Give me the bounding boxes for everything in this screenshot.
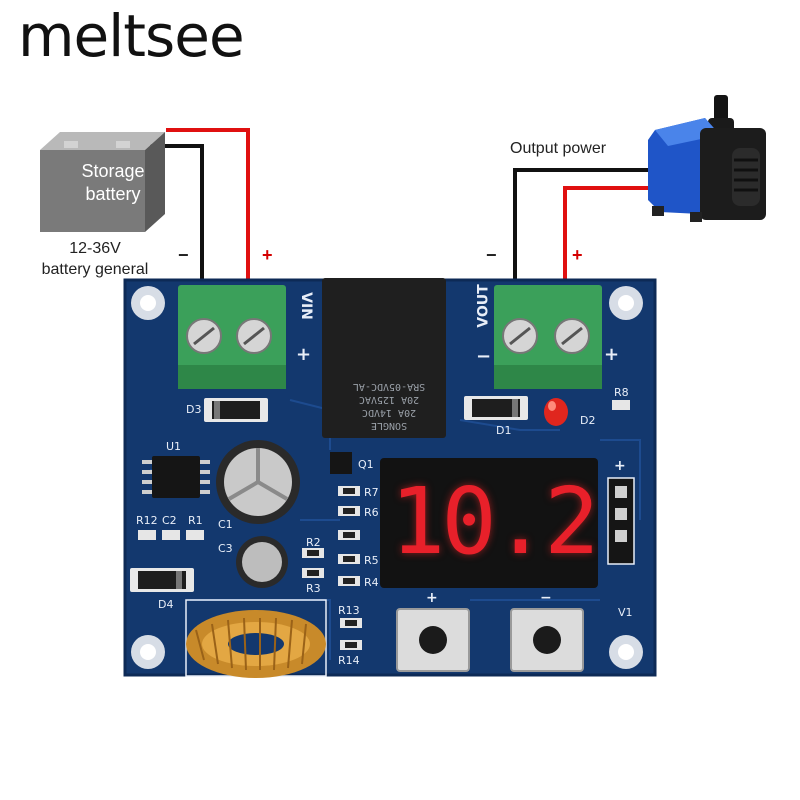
relay-marking: SONGLE 20A 14VDC 20A 125VAC SRA-05VDC-AL [334,282,444,432]
silk-vin-plus: + [296,344,312,365]
storage-battery-icon [40,132,165,232]
led-display: 10.2 [380,458,600,588]
voltage-reading: 10.2 [390,468,600,575]
pump-black-wire [513,168,690,300]
silk-r7: R7 [364,486,379,499]
silk-d3: D3 [186,403,202,416]
silk-vout-plus: + [604,344,620,365]
silk-r5: R5 [364,554,379,567]
battery-red-wire [166,128,250,300]
push-button-left[interactable] [396,608,470,672]
silk-d4: D4 [158,598,174,611]
silk-r1: R1 [188,514,203,527]
silk-v1: V1 [618,606,633,619]
silk-r8: R8 [614,386,629,399]
push-button-right-cap[interactable] [533,626,561,654]
output-terminal-block [494,285,602,389]
water-pump-icon [648,95,766,222]
silk-r2: R2 [306,536,321,549]
relay [322,278,446,438]
pump-red-wire [563,186,680,300]
battery-label: Storage battery [58,160,168,206]
silk-q1: Q1 [358,458,374,471]
silk-c2: C2 [162,514,177,527]
brand-logo: meltsee [18,2,245,70]
silk-header-plus: + [614,458,626,474]
silk-r3: R3 [306,582,321,595]
battery-black-wire [150,144,204,300]
battery-label-line2: battery [85,184,141,204]
battery-spec-line1: 12-36V [69,240,121,257]
push-button-right[interactable] [510,608,584,672]
relay-marking-rating-ac: 20A 125VAC [358,394,420,405]
silk-d2: D2 [580,414,596,427]
silk-r6: R6 [364,506,379,519]
battery-spec: 12-36V battery general [20,238,170,280]
output-plus-sign: + [572,245,583,265]
input-terminal-block [178,285,286,389]
silk-r12: R12 [136,514,158,527]
silk-d1: D1 [496,424,512,437]
relay-marking-rating-dc: 20A 14VDC [361,407,417,418]
silk-button-right-minus: − [540,590,552,606]
silk-r13: R13 [338,604,360,617]
battery-minus-sign: − [178,245,189,265]
transistor-q1 [330,452,352,474]
toroid-inductor [186,610,326,678]
silk-vout: VOUT [475,284,492,328]
ic-u1 [152,456,200,498]
silk-r14: R14 [338,654,360,667]
silk-button-left-plus: + [426,590,438,606]
silk-vin: VIN [297,292,314,320]
output-power-label: Output power [510,140,607,157]
silk-r4: R4 [364,576,379,589]
silk-c1: C1 [218,518,233,531]
silk-u1: U1 [166,440,182,453]
battery-plus-sign: + [262,245,273,265]
led-d2 [544,398,568,426]
silk-vout-minus: − [476,346,492,367]
battery-label-line1: Storage [81,161,145,181]
relay-marking-model: SRA-05VDC-AL [352,381,426,392]
battery-spec-line2: battery general [41,261,149,278]
output-minus-sign: − [486,245,497,265]
silk-c3: C3 [218,542,233,555]
relay-marking-brand: SONGLE [370,420,408,431]
push-button-left-cap[interactable] [419,626,447,654]
